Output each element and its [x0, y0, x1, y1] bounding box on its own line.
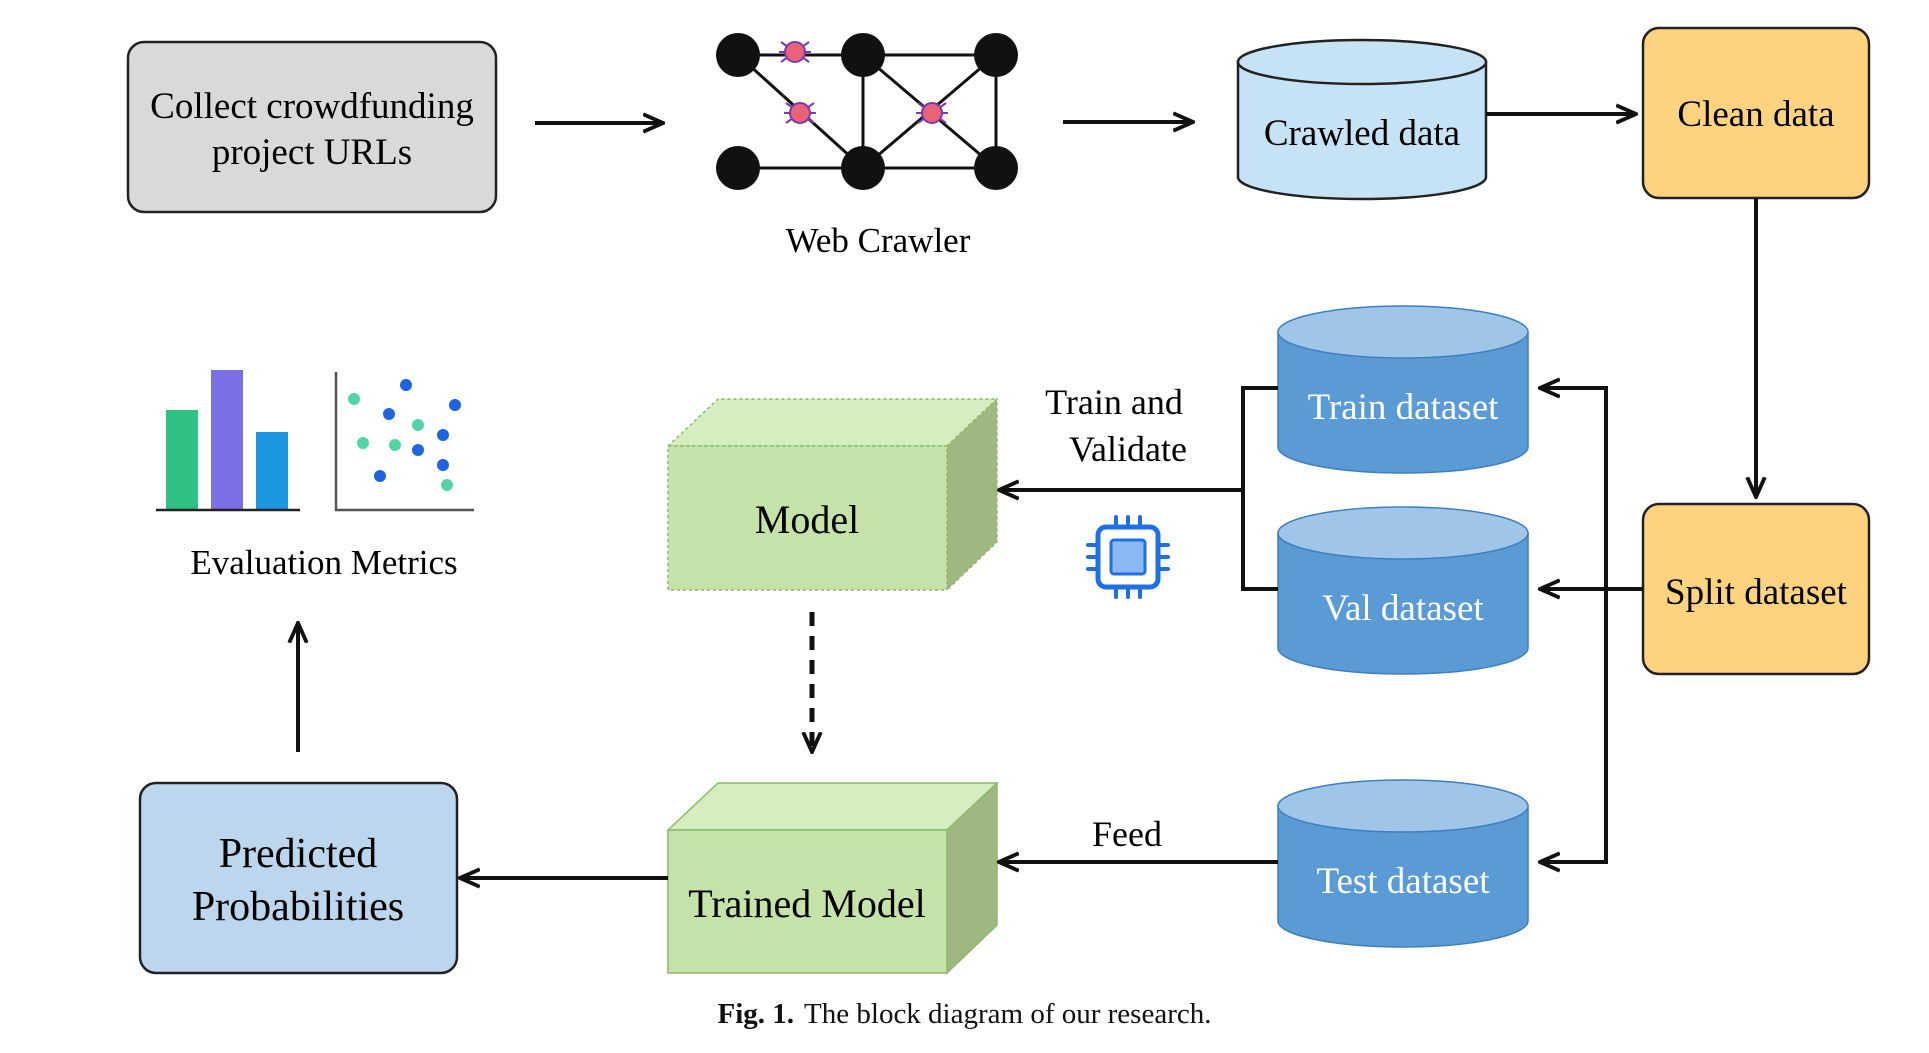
train-dataset-cylinder: Train dataset [1277, 305, 1529, 474]
trained-model-label: Trained Model [688, 881, 925, 926]
cpu-chip-icon [1086, 515, 1170, 599]
train-dataset-label: Train dataset [1308, 387, 1500, 428]
predicted-probabilities-line-2: Probabilities [192, 884, 404, 930]
scatter-plot-icon [334, 372, 474, 512]
train-validate-label-1: Train and [1045, 382, 1183, 422]
clean-data-box: Clean data [1641, 26, 1871, 200]
collect-urls-line-1: Collect crowdfunding [150, 86, 474, 127]
figure-number: Fig. 1. [717, 998, 795, 1030]
train-validate-label-2: Validate [1069, 429, 1187, 469]
evaluation-metrics-label: Evaluation Metrics [190, 543, 457, 582]
collect-urls-box: Collect crowdfunding project URLs [126, 40, 498, 214]
figure-caption-text: The block diagram of our research. [804, 998, 1212, 1030]
test-dataset-cylinder: Test dataset [1277, 779, 1529, 948]
spider-icon [779, 41, 948, 124]
model-label: Model [755, 497, 859, 542]
trained-model-box: Trained Model [666, 781, 999, 975]
val-dataset-label: Val dataset [1322, 588, 1484, 629]
feed-label: Feed [1092, 814, 1162, 854]
train-validate-connector [999, 386, 1278, 591]
predicted-probabilities-box: Predicted Probabilities [138, 781, 459, 975]
split-connectors [1540, 388, 1643, 862]
block-diagram: Collect crowdfunding project URLs [126, 26, 1871, 975]
network-nodes [716, 33, 1018, 190]
web-crawler-label: Web Crawler [786, 221, 971, 260]
clean-data-label: Clean data [1677, 94, 1834, 135]
model-box: Model [666, 397, 999, 592]
figure-caption: Fig. 1. The block diagram of our research… [0, 998, 1929, 1031]
test-dataset-label: Test dataset [1316, 861, 1490, 902]
val-dataset-cylinder: Val dataset [1277, 506, 1529, 675]
crawled-data-label: Crawled data [1264, 113, 1460, 154]
split-dataset-label: Split dataset [1665, 572, 1848, 613]
collect-urls-line-2: project URLs [212, 132, 412, 173]
crawled-data-cylinder: Crawled data [1236, 38, 1488, 201]
bar-chart-icon [156, 370, 300, 512]
predicted-probabilities-line-1: Predicted [219, 831, 378, 877]
split-dataset-box: Split dataset [1641, 502, 1871, 676]
